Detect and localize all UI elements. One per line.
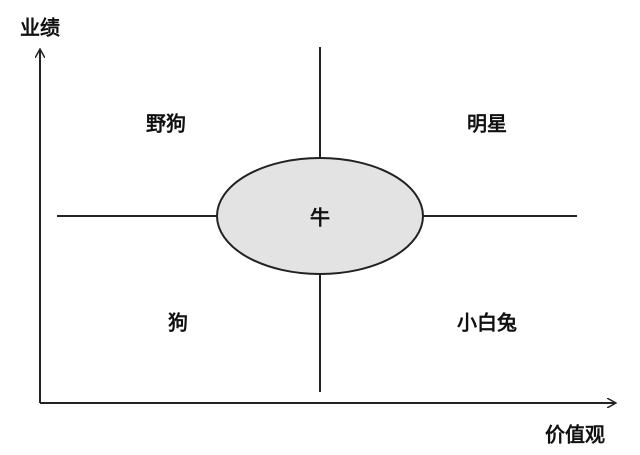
x-axis-label: 价值观	[545, 422, 605, 447]
center-ellipse	[216, 157, 424, 275]
quadrant-top-right: 明星	[467, 111, 507, 136]
center-label: 牛	[310, 205, 330, 230]
quadrant-bottom-right: 小白兔	[457, 310, 517, 335]
y-axis-label: 业绩	[20, 15, 60, 40]
quadrant-top-left: 野狗	[146, 111, 186, 136]
quadrant-bottom-left: 狗	[168, 310, 188, 335]
